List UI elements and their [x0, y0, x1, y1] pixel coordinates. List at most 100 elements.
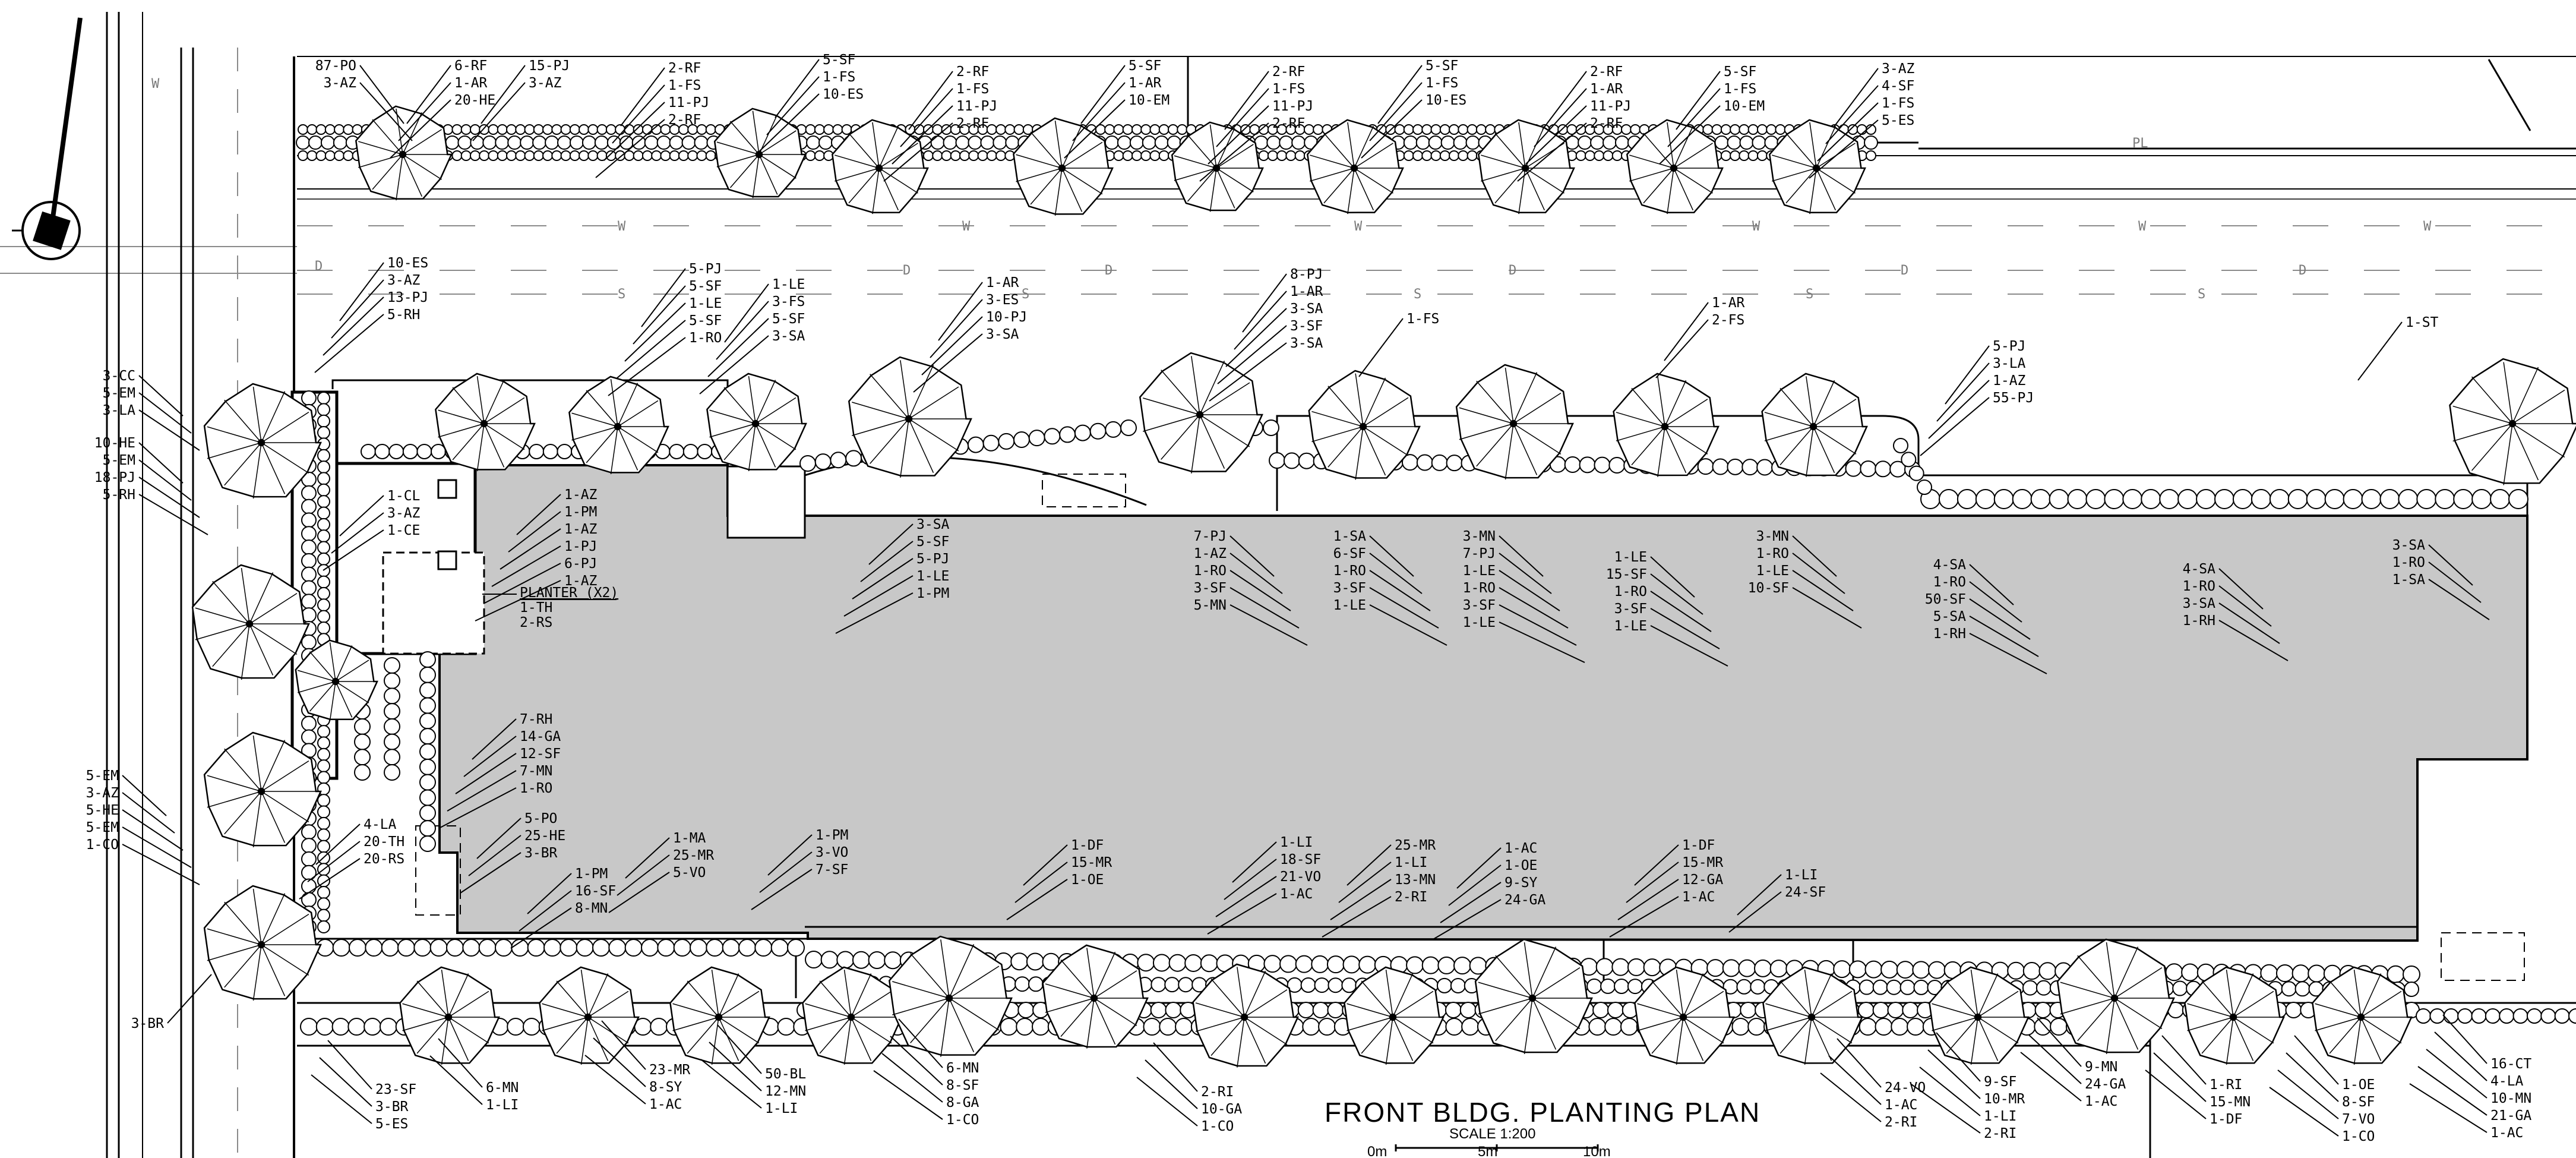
- shrub-symbol: [1458, 124, 1469, 135]
- shrub-symbol: [1358, 955, 1377, 974]
- shrub-symbol: [1044, 428, 1061, 445]
- tree-symbol: [1613, 373, 1720, 477]
- shrub-symbol: [1159, 1018, 1177, 1036]
- shrub-symbol: [690, 939, 707, 957]
- shrub-symbol: [1739, 124, 1750, 135]
- callout-label: 5-MN: [1194, 598, 1227, 613]
- shrub-symbol: [1394, 124, 1405, 135]
- leader-line: [472, 82, 526, 141]
- leader-line: [460, 852, 521, 894]
- shrub-symbol: [852, 951, 870, 969]
- leader-line: [527, 873, 572, 914]
- leader-line: [1064, 99, 1126, 159]
- shrub-symbol: [2172, 980, 2188, 996]
- callout-label: 6-MN: [486, 1080, 519, 1096]
- shrub-symbol: [1406, 956, 1424, 974]
- callout-label: 7-PJ: [1463, 546, 1496, 561]
- shrub-symbol: [1860, 460, 1877, 477]
- leader-line: [2277, 1069, 2339, 1119]
- leader-line: [843, 575, 914, 617]
- plant-callout: 1-CL3-AZ1-CE: [387, 488, 421, 538]
- planter-label: PLANTER (X2) 1-TH 2-RS: [482, 585, 618, 630]
- shrub-symbol: [317, 805, 330, 819]
- shrub-symbol: [1143, 1018, 1161, 1036]
- shrub-symbol: [1154, 135, 1169, 150]
- callout-label: 1-RO: [1933, 575, 1966, 590]
- leader-line: [2409, 1083, 2488, 1133]
- shrub-symbol: [2085, 489, 2106, 509]
- shrub-symbol: [982, 434, 1000, 452]
- callout-label: 10-EM: [1129, 93, 1170, 108]
- shrub-symbol: [681, 135, 696, 150]
- callout-label: 1-AC: [2085, 1094, 2117, 1109]
- callout-label: 1-AR: [986, 275, 1019, 291]
- leader-line: [1322, 896, 1392, 938]
- callout-label: 1-OE: [1071, 872, 1104, 888]
- leader-line: [519, 890, 572, 932]
- plant-callout: 3-MN7-PJ1-LE1-RO3-SF1-LE: [1463, 529, 1496, 630]
- shrub-symbol: [1300, 977, 1316, 993]
- shrub-symbol: [419, 651, 436, 668]
- callout-label: 1-AR: [1129, 75, 1162, 91]
- shrub-symbol: [841, 124, 852, 135]
- shrub-symbol: [1016, 1018, 1034, 1036]
- shrub-symbol: [806, 135, 821, 150]
- leader-line: [2417, 1066, 2488, 1116]
- shrub-symbol: [805, 124, 816, 135]
- shrub-symbol: [1579, 456, 1596, 474]
- leader-line: [1936, 362, 1990, 422]
- tree-layer: [191, 105, 2576, 1068]
- leader-line: [1023, 844, 1068, 886]
- shrub-symbol: [460, 124, 472, 135]
- shrub-symbol: [579, 124, 590, 135]
- leader-line: [1650, 625, 1728, 667]
- shrub-symbol: [836, 951, 855, 969]
- shrub-symbol: [1439, 124, 1450, 135]
- shrub-symbol: [651, 150, 662, 161]
- leader-line: [1499, 587, 1569, 629]
- callout-label: 9-SY: [1504, 875, 1538, 891]
- callout-label: 7-SF: [816, 862, 848, 878]
- callout-label: 1-RO: [1614, 584, 1647, 599]
- leader-line: [1369, 82, 1423, 141]
- svg-text:S: S: [1414, 287, 1421, 302]
- leader-line: [339, 262, 384, 321]
- shrub-symbol: [317, 460, 330, 474]
- leader-line: [138, 442, 184, 484]
- callout-label: 12-SF: [520, 746, 561, 762]
- leader-line: [359, 82, 413, 141]
- callout-label: 3-SA: [1290, 301, 1323, 317]
- shrub-symbol: [722, 939, 740, 957]
- callout-label: 1-DF: [2210, 1112, 2242, 1127]
- leader-line: [1153, 1042, 1198, 1092]
- shrub-symbol: [1028, 430, 1045, 447]
- callout-label: 1-OE: [1504, 858, 1537, 873]
- leader-line: [1145, 1059, 1198, 1109]
- shrub-symbol: [1266, 135, 1281, 150]
- shrub-symbol: [478, 939, 497, 957]
- callout-label: 2-RI: [1984, 1126, 2016, 1141]
- tree-symbol: [848, 356, 972, 478]
- callout-label: 1-AC: [2490, 1125, 2523, 1141]
- callout-label: 11-PJ: [956, 99, 997, 114]
- tree-symbol: [1013, 117, 1114, 216]
- leader-line: [481, 65, 526, 124]
- shrub-symbol: [317, 518, 330, 531]
- shrub-symbol: [1017, 1002, 1035, 1018]
- shrub-symbol: [533, 150, 544, 161]
- shrub-symbol: [524, 124, 535, 135]
- plant-callout: 1-PM3-VO7-SF: [816, 828, 848, 878]
- shrub-symbol: [419, 666, 436, 683]
- leader-line: [1229, 587, 1300, 629]
- shrub-symbol: [1152, 954, 1171, 972]
- shrub-symbol: [1327, 1002, 1344, 1018]
- leader-line: [455, 753, 517, 794]
- shrub-symbol: [1014, 976, 1031, 992]
- utility-lines: [0, 12, 2576, 1158]
- shrub-symbol: [1249, 124, 1260, 135]
- shrub-symbol: [2308, 964, 2326, 983]
